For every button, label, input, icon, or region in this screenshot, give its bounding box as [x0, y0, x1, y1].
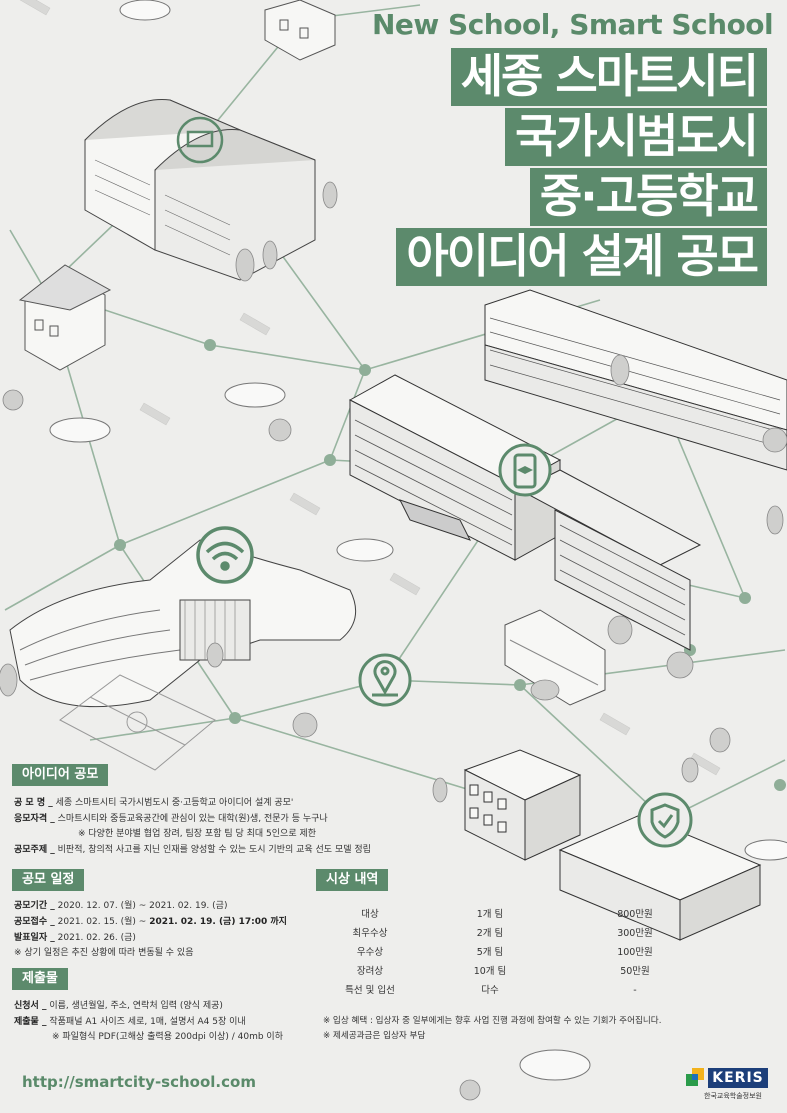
row-bold-text: 2021. 02. 19. (금) 17:00 까지	[149, 917, 287, 927]
awards-row: 우수상 5개 팀 100만원	[315, 943, 725, 962]
section-heading-submission: 제출물	[12, 968, 68, 990]
award-count: 5개 팀	[476, 947, 504, 958]
section-heading-awards: 시상 내역	[316, 869, 389, 891]
title-line: 세종 스마트시티	[450, 48, 767, 106]
wifi-icon	[196, 526, 254, 584]
awards-row: 최우수상 2개 팀 300만원	[315, 924, 725, 943]
schedule-row: 공모기간 _ 2020. 12. 07. (월) ~ 2021. 02. 19.…	[14, 898, 227, 911]
building-gym	[84, 99, 316, 281]
schedule-note: ※ 상기 일정은 추진 상황에 따라 변동될 수 있음	[14, 945, 193, 958]
awards-row: 대상 1개 팀 800만원	[315, 905, 725, 924]
awards-note: ※ 제세공과금은 입상자 부담	[323, 1031, 426, 1041]
row-text: 이름, 생년월일, 주소, 연락처 입력 (양식 제공)	[49, 1001, 223, 1011]
cars	[49, 0, 787, 1081]
award-count: 10개 팀	[473, 966, 507, 977]
row-text: 작품패널 A1 사이즈 세로, 1매, 설명서 A4 5장 이내	[49, 1017, 246, 1027]
row-label: 공 모 명 _	[14, 798, 53, 808]
building-right-school	[484, 289, 787, 471]
award-prize: 50만원	[620, 966, 650, 977]
awards-row: 장려상 10개 팀 50만원	[315, 962, 725, 981]
row-label: 제출물 _	[14, 1017, 47, 1027]
idea-row: 공 모 명 _ 세종 스마트시티 국가시범도시 중·고등학교 아이디어 설계 공…	[14, 795, 293, 808]
title-line: 국가시범도시	[505, 108, 767, 166]
row-text: ※ 파일형식 PDF(고해상 출력용 200dpi 이상) / 40mb 이하	[52, 1032, 283, 1042]
submission-note: ※ 파일형식 PDF(고해상 출력용 200dpi 이상) / 40mb 이하	[52, 1029, 283, 1042]
section-heading-schedule: 공모 일정	[12, 869, 85, 891]
keris-logo: KERIS 한국교육학술정보원	[682, 1064, 774, 1104]
idea-row-note: ※ 다양한 분야별 협업 장려, 팀장 포함 팀 당 최대 5인으로 제한	[78, 826, 316, 839]
submission-row: 제출물 _ 작품패널 A1 사이즈 세로, 1매, 설명서 A4 5장 이내	[14, 1014, 246, 1027]
award-count: 2개 팀	[476, 928, 504, 939]
trees	[0, 181, 787, 1101]
row-label: 공모기간 _	[14, 901, 55, 911]
row-text: 세종 스마트시티 국가시범도시 중·고등학교 아이디어 설계 공모'	[55, 798, 294, 808]
building-bottom-cube	[463, 749, 582, 861]
award-count: 1개 팀	[476, 909, 504, 920]
title-english: New School, Smart School	[372, 8, 774, 41]
bus	[504, 609, 606, 706]
award-name: 대상	[361, 909, 379, 920]
row-text: ※ 상기 일정은 추진 상황에 따라 변동될 수 있음	[14, 948, 194, 958]
row-text: 2021. 02. 15. (월) ~	[57, 917, 150, 927]
award-name: 특선 및 입선	[345, 985, 395, 996]
road-marks	[19, 0, 721, 776]
keris-logo-text: KERIS	[708, 1068, 768, 1088]
website-link[interactable]: http://smartcity-school.com	[22, 1073, 256, 1091]
keris-logo-subtitle: 한국교육학술정보원	[704, 1092, 762, 1100]
award-prize: 100만원	[617, 947, 653, 958]
awards-note: ※ 입상 혜택 : 입상자 중 일부에게는 향후 사업 진행 과정에 참여할 수…	[323, 1016, 662, 1026]
shield-check-icon	[637, 792, 693, 848]
phone-cap-icon	[498, 443, 552, 497]
house-top	[264, 0, 336, 61]
building-bottom-right	[558, 814, 762, 941]
title-line: 중·고등학교	[529, 168, 767, 226]
submission-row: 신청서 _ 이름, 생년월일, 주소, 연락처 입력 (양식 제공)	[14, 998, 223, 1011]
house-left	[18, 264, 112, 371]
row-label: 응모자격 _	[14, 814, 55, 824]
row-text: 비판적, 창의적 사고를 지닌 인재를 양성할 수 있는 도시 기반의 교육 선…	[57, 845, 371, 855]
building-curved	[9, 539, 357, 708]
keris-logo-mark-icon	[686, 1068, 704, 1086]
row-label: 공모주제 _	[14, 845, 55, 855]
award-name: 장려상	[356, 966, 384, 977]
map-pin-icon	[358, 653, 412, 707]
title-block: 세종 스마트시티 국가시범도시 중·고등학교 아이디어 설계 공모	[347, 48, 767, 288]
row-text: 스마트시티와 중등교육공간에 관심이 있는 대학(원)생, 전문가 등 누구나	[57, 814, 328, 824]
award-prize: -	[633, 985, 637, 996]
row-label: 신청서 _	[14, 1001, 47, 1011]
award-count: 다수	[481, 985, 499, 996]
award-prize: 300만원	[617, 928, 653, 939]
award-name: 최우수상	[352, 928, 388, 939]
schedule-row: 발표일자 _ 2021. 02. 26. (금)	[14, 930, 136, 943]
title-line: 아이디어 설계 공모	[396, 228, 767, 286]
award-name: 우수상	[356, 947, 384, 958]
row-text: ※ 다양한 분야별 협업 장려, 팀장 포함 팀 당 최대 5인으로 제한	[78, 829, 317, 839]
sports-field	[59, 674, 216, 771]
row-text: 2021. 02. 26. (금)	[57, 933, 136, 943]
schedule-row: 공모접수 _ 2021. 02. 15. (월) ~ 2021. 02. 19.…	[14, 914, 287, 927]
row-label: 공모접수 _	[14, 917, 55, 927]
section-heading-idea: 아이디어 공모	[12, 764, 109, 786]
idea-row: 공모주제 _ 비판적, 창의적 사고를 지닌 인재를 양성할 수 있는 도시 기…	[14, 842, 371, 855]
award-prize: 800만원	[617, 909, 653, 920]
awards-table: 대상 1개 팀 800만원 최우수상 2개 팀 300만원 우수상 5개 팀 100만원 장…	[315, 905, 725, 1000]
idea-row: 응모자격 _ 스마트시티와 중등교육공간에 관심이 있는 대학(원)생, 전문가…	[14, 811, 328, 824]
classroom-icon	[176, 116, 224, 164]
row-text: 2020. 12. 07. (월) ~ 2021. 02. 19. (금)	[57, 901, 228, 911]
awards-row: 특선 및 입선 다수 -	[315, 981, 725, 1000]
row-label: 발표일자 _	[14, 933, 55, 943]
